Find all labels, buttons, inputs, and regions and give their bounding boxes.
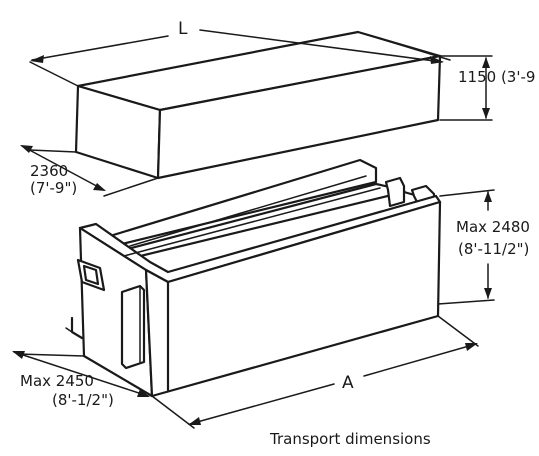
lid-side-face (156, 54, 442, 180)
body-container (65, 158, 442, 398)
lid-width-ft-label: (7'-9") (30, 179, 77, 197)
dimension-body-length (151, 315, 479, 429)
lid-width-mm-label: 2360 (30, 162, 68, 180)
front-foot (65, 316, 84, 340)
caption: Transport dimensions (269, 430, 431, 448)
dimension-lid-width (20, 145, 159, 197)
dimension-lid-height (439, 55, 493, 121)
body-height-ft-label: (8'-11/2") (458, 240, 529, 258)
lid-block (74, 30, 442, 180)
rear-post (384, 176, 406, 208)
body-height-mm-label: Max 2480 (456, 218, 530, 236)
side-plate (120, 284, 146, 370)
dimension-body-width (12, 351, 150, 397)
dimension-body-height (437, 189, 495, 305)
dimension-length (29, 29, 451, 87)
front-handle (76, 258, 106, 292)
lid-height-label: 1150 (3'-9 (458, 68, 535, 86)
body-length-label: A (342, 373, 354, 393)
body-side-face (144, 200, 442, 398)
body-width-ft-label: (8'-1/2") (52, 391, 114, 409)
length-label: L (178, 19, 188, 39)
body-width-mm-label: Max 2450 (20, 372, 94, 390)
